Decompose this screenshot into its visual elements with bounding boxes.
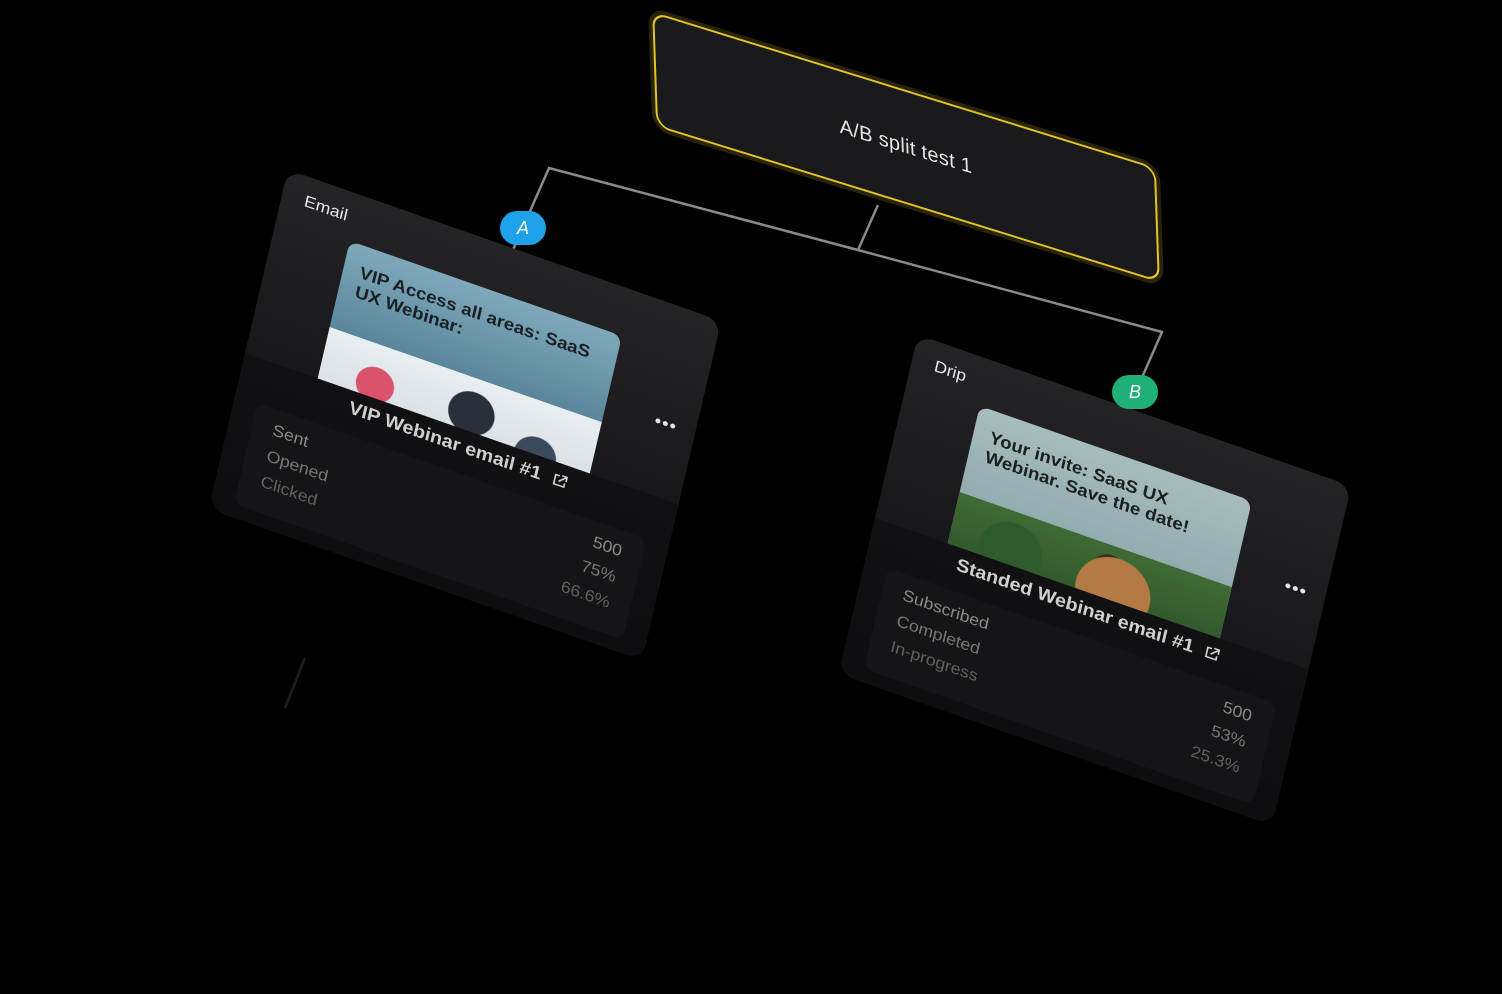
card-title: VIP Webinar email #1 (239, 360, 677, 532)
external-link-icon[interactable] (1204, 645, 1221, 663)
stat-label: Sent (270, 421, 311, 451)
stat-value: 75% (579, 556, 618, 586)
branch-a-badge[interactable]: A (500, 211, 546, 245)
card-type-label: Email (302, 192, 350, 225)
card-title: Standed Webinar email #1 (869, 525, 1307, 697)
stat-value: 53% (1209, 721, 1248, 751)
stat-value: 500 (591, 532, 624, 561)
split-test-label: A/B split test 1 (839, 114, 973, 179)
card-details: Standed Webinar email #1 Subscribed 500 … (838, 518, 1309, 826)
connector-root (856, 204, 880, 251)
connector-branch-a (503, 166, 859, 269)
branch-b-badge[interactable]: B (1112, 375, 1158, 409)
external-link-icon[interactable] (551, 472, 568, 490)
more-horizontal-icon[interactable]: ••• (1282, 575, 1310, 602)
connector-out-a (283, 657, 307, 709)
drip-card[interactable]: Drip ••• Your invite: SaaS UX Webinar. S… (838, 334, 1352, 826)
stat-value: 500 (1221, 697, 1254, 726)
more-horizontal-icon[interactable]: ••• (652, 410, 680, 437)
email-card[interactable]: Email ••• VIP Access all areas: SaaS UX … (208, 169, 722, 661)
card-type-label: Drip (932, 357, 969, 386)
card-details: VIP Webinar email #1 Sent 500 Opened 75%… (208, 353, 679, 661)
